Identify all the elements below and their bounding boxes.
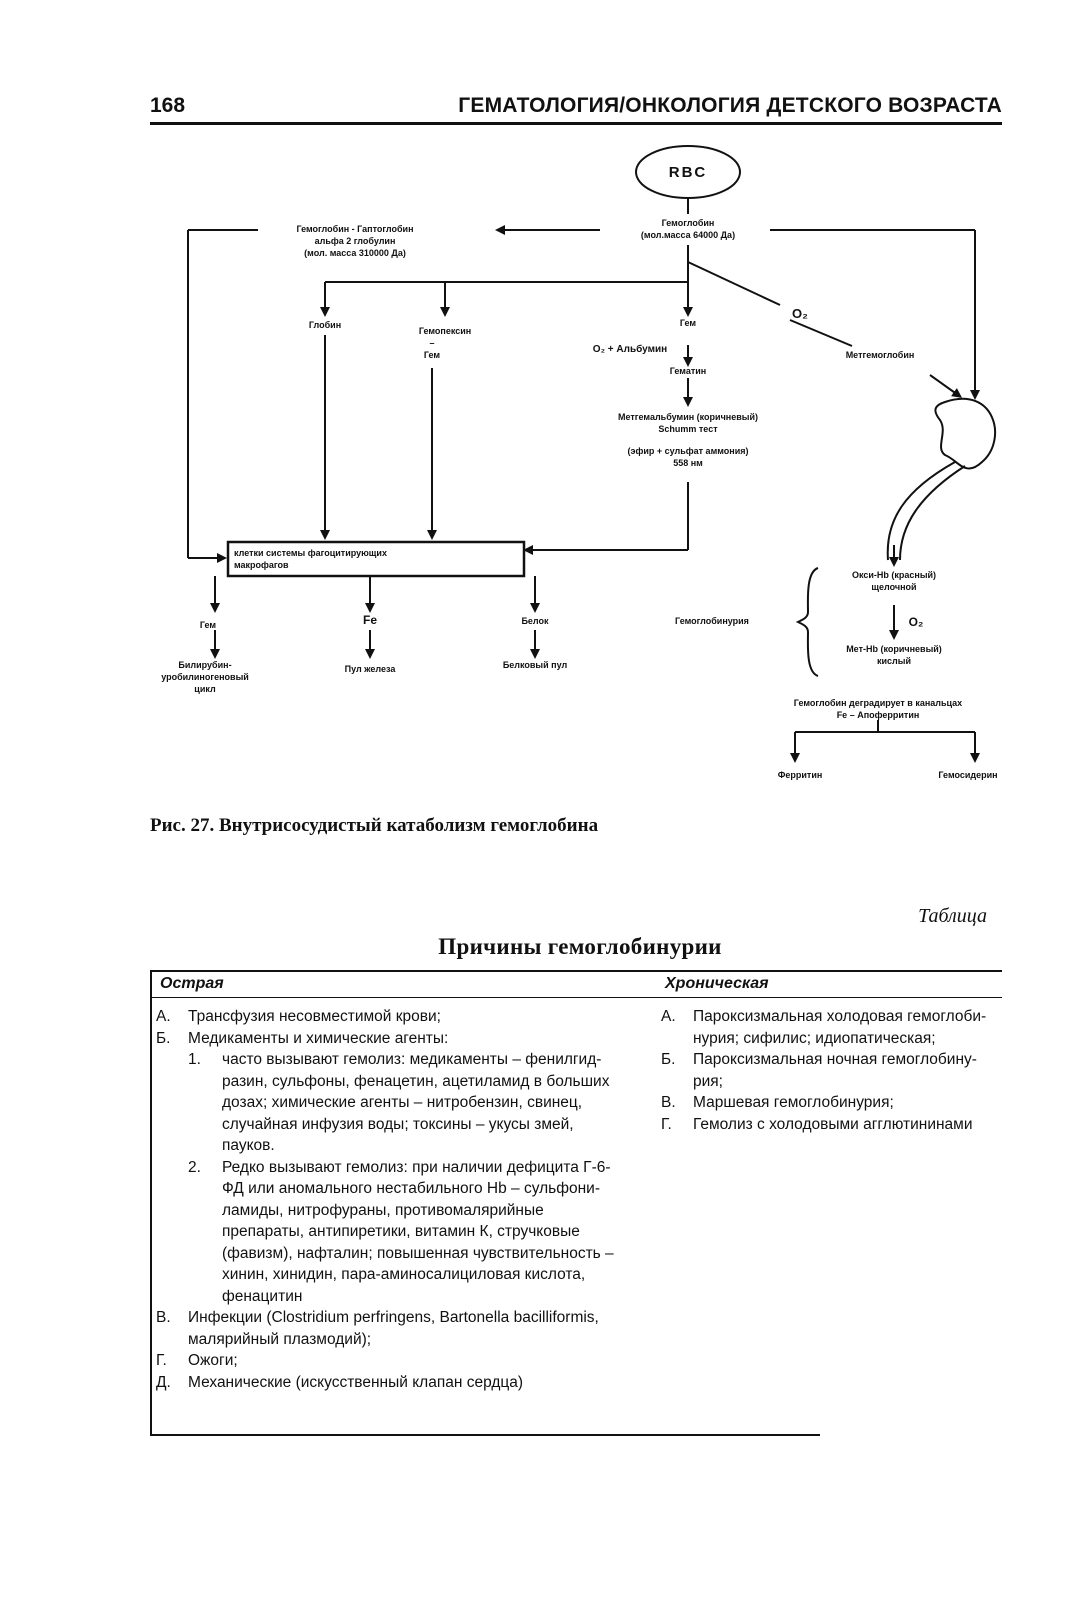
hb-haptoglobin-mass: (мол. масса 310000 Да) xyxy=(304,248,406,258)
table-title: Причины гемоглобинурии xyxy=(438,934,722,959)
methemalbumin-label: Метгемальбумин (коричневый) xyxy=(618,412,758,422)
acute-causes-column: А.Трансфузия несовместимой крови; Б.Меди… xyxy=(150,1006,660,1393)
acute-item-v: В. Инфекции (Clostridium perfringens, Ba… xyxy=(156,1309,599,1348)
hemosiderin-label: Гемосидерин xyxy=(938,770,997,780)
table-bottom-rule xyxy=(150,1434,820,1436)
hemoglobinuria-label: Гемоглобинурия xyxy=(675,616,749,626)
kidney-shape xyxy=(934,398,997,470)
alpha2-globulin-label: альфа 2 глобулин xyxy=(315,236,396,246)
acute-item-b2: 2. Редко вызывают гемолиз: при наличии д… xyxy=(188,1158,614,1305)
heme-bottom-label: Гем xyxy=(200,620,217,630)
heme-label: Гем xyxy=(680,318,697,328)
hemopexin-dash: – xyxy=(429,338,434,348)
macrophages-label: клетки системы фагоцитирующих xyxy=(234,548,387,558)
hb-haptoglobin-label: Гемоглобин - Гаптоглобин xyxy=(296,224,413,234)
ferritin-label: Ферритин xyxy=(778,770,823,780)
column-header-chronic: Хроническая xyxy=(665,975,769,992)
hemopexin-heme: Гем xyxy=(424,350,441,360)
acute-item-g: Г.Ожоги; xyxy=(156,1352,238,1369)
figure-caption: Рис. 27. Внутрисосудистый катаболизм гем… xyxy=(150,815,599,836)
rbc-label: RBC xyxy=(669,164,708,181)
page-number: 168 xyxy=(150,94,186,117)
fe-label: Fe xyxy=(363,613,377,627)
apoferritin-label: Fe – Апоферритин xyxy=(837,710,920,720)
acute-item-b: Б.Медикаменты и химические агенты: xyxy=(156,1029,449,1047)
chronic-causes-column: А. Пароксизмальная холодовая гемоглоби- … xyxy=(655,1006,1000,1135)
chronic-item-v: В.Маршевая гемоглобинурия; xyxy=(661,1094,894,1111)
cycle-label: цикл xyxy=(194,684,216,694)
hemoglobinuria-causes-table: Острая Хроническая А.Трансфузия несовмес… xyxy=(150,970,1002,1436)
iron-pool-label: Пул железа xyxy=(345,664,397,674)
oxy-hb-alkaline: щелочной xyxy=(871,582,916,592)
met-hb-label: Мет-Hb (коричневый) xyxy=(846,644,942,654)
oxy-hb-label: Окси-Hb (красный) xyxy=(852,570,936,580)
table-label: Таблица xyxy=(918,905,987,927)
chronic-item-g: Г.Гемолиз с холодовыми агглютининами xyxy=(661,1115,973,1133)
hemoglobin-mass: (мол.масса 64000 Да) xyxy=(641,230,735,240)
hemoglobinuria-brace xyxy=(795,567,819,677)
ether-sulfate-label: (эфир + сульфат аммония) xyxy=(628,446,749,456)
column-header-acute: Острая xyxy=(160,975,224,992)
urobilinogen-label: уробилиногеновый xyxy=(161,672,249,682)
hemopexin-label: Гемопексин xyxy=(419,326,471,336)
table-top-rule xyxy=(150,970,1002,972)
running-title: ГЕМАТОЛОГИЯ/ОНКОЛОГИЯ ДЕТСКОГО ВОЗРАСТА xyxy=(458,94,1002,117)
acute-item-d: Д.Механические (искусственный клапан сер… xyxy=(156,1373,524,1391)
hematin-label: Гематин xyxy=(670,366,706,376)
protein-label: Белок xyxy=(521,616,549,626)
table-header-rule xyxy=(150,997,1002,998)
macrophages-label-2: макрофагов xyxy=(234,560,289,570)
o2-albumin-label: O₂ + Альбумин xyxy=(593,343,667,355)
macrophages-box xyxy=(226,540,526,578)
met-hb-acidic: кислый xyxy=(877,656,911,666)
globin-label: Глобин xyxy=(309,320,341,330)
hemoglobin-label: Гемоглобин xyxy=(662,218,715,228)
bilirubin-label: Билирубин- xyxy=(178,660,231,670)
wavelength-label: 558 нм xyxy=(673,458,703,468)
protein-pool-label: Белковый пул xyxy=(503,660,568,670)
hb-degrades-label: Гемоглобин деградирует в канальцах xyxy=(794,698,962,708)
acute-item-b1: 1. часто вызывают гемолиз: медикаменты –… xyxy=(188,1051,610,1154)
methemoglobin-label: Метгемоглобин xyxy=(846,350,915,360)
schumm-test-label: Schumm тест xyxy=(658,424,718,434)
o2-right-label: O₂ xyxy=(792,306,808,321)
o2-bottom-label: O₂ xyxy=(909,615,924,629)
acute-item-a: А.Трансфузия несовместимой крови; xyxy=(156,1008,441,1025)
chronic-item-a: А. Пароксизмальная холодовая гемоглоби- … xyxy=(661,1008,987,1047)
table-left-rule xyxy=(150,970,152,1436)
chronic-item-b: Б. Пароксизмальная ночная гемоглобину- р… xyxy=(661,1051,977,1090)
hemoglobin-catabolism-diagram: RBC Гемоглобин (мол.масса 64000 Да) Гемо… xyxy=(161,145,998,780)
running-header: 168 ГЕМАТОЛОГИЯ/ОНКОЛОГИЯ ДЕТСКОГО ВОЗРА… xyxy=(150,86,1002,125)
